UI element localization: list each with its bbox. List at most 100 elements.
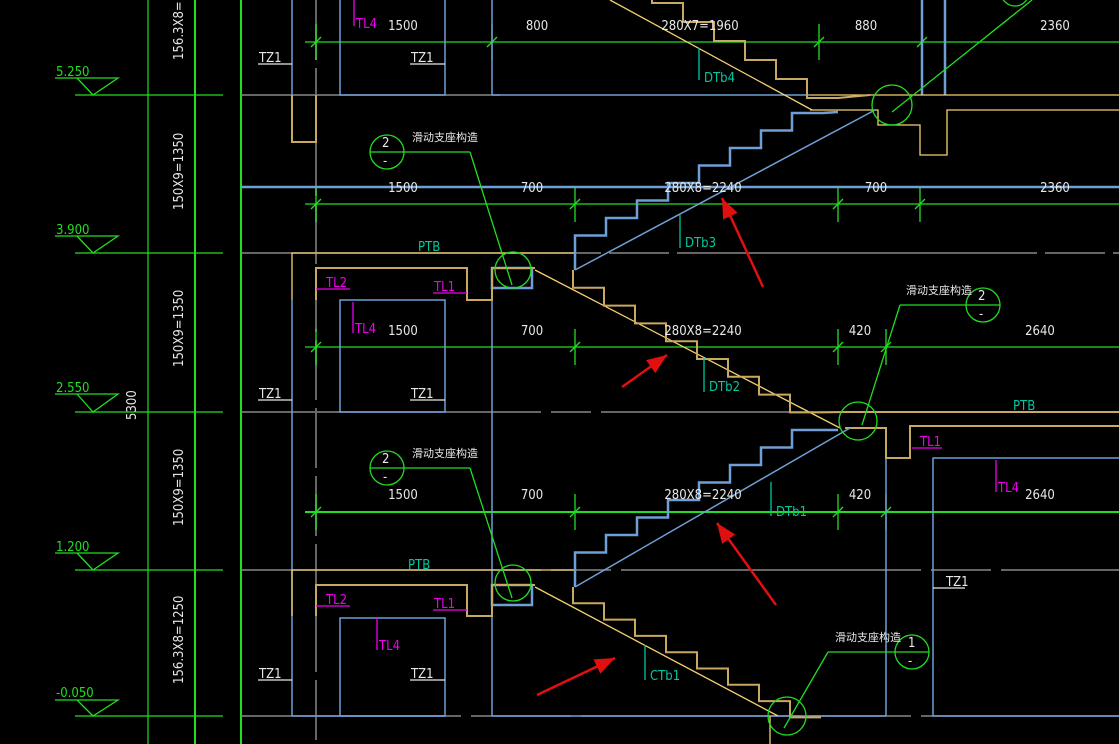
callout-text: 滑动支座构造 (412, 446, 478, 460)
dimension-tick (813, 36, 825, 48)
red-arrow (715, 522, 778, 606)
tl4-label: TL4 (355, 17, 377, 32)
callout-text: 滑动支座构造 (835, 630, 901, 644)
column-tz1: TZ1 (258, 51, 292, 66)
beam-tl4: TL4 (352, 302, 376, 337)
tz1-label: TZ1 (410, 667, 434, 682)
dimension-text: 700 (521, 324, 543, 339)
stair-slope-line (534, 586, 779, 717)
column-tz1: TZ1 (410, 387, 445, 402)
tl1-label: TL1 (433, 597, 455, 612)
vertical-dim: 150X9=1350 (172, 133, 187, 210)
dimension-tick (880, 341, 892, 353)
tl1-label: TL1 (433, 280, 455, 295)
dimension-tick (832, 341, 844, 353)
dimension-text: 2640 (1025, 488, 1055, 503)
tl2-label: TL2 (325, 276, 347, 291)
vertical-dim: 150X9=1350 (172, 290, 187, 367)
dimension-text: 1500 (388, 488, 418, 503)
callout[interactable]: 1 - 滑动支座构造 (783, 630, 930, 729)
flight-labels: DTb4 DTb3 DTb2 DTb1 CTb1 (644, 48, 807, 684)
beam-tl1: TL1 (433, 280, 467, 295)
tl2-label: TL2 (325, 593, 347, 608)
stair-steps (651, 0, 871, 99)
flight-label-dtb4: DTb4 (704, 71, 735, 86)
beam-tl1: TL1 (912, 435, 942, 450)
callout-number: 2 (978, 289, 985, 304)
vertical-dim: 150X9=1350 (172, 449, 187, 526)
elevation-marker: 1.200 (55, 540, 121, 571)
dimension-tick (310, 198, 322, 210)
element-labels: TZ1 TZ1 TZ1 TZ1 TZ1 TZ1 TZ1 TL4 TL4 TL4 … (258, 0, 1035, 682)
dimension-text: 280X8=2240 (664, 324, 741, 339)
flight-label-ctb1: CTb1 (650, 669, 680, 684)
dimension-tick (310, 36, 322, 48)
axis-lines (147, 0, 242, 744)
dimension-tick (310, 506, 322, 518)
callout[interactable]: 2 - 滑动支座构造 (369, 446, 513, 599)
elevation-label: -0.050 (56, 686, 94, 701)
dimension-text: 420 (849, 324, 871, 339)
vertical-dim: 156.3X8=1250 (172, 596, 187, 684)
dimension-text: 880 (855, 19, 877, 34)
tl4-label: TL4 (354, 322, 376, 337)
callout-number: 2 (382, 136, 389, 151)
flight-label-dtb2: DTb2 (709, 380, 740, 395)
tz1-label: TZ1 (945, 575, 969, 590)
elevation-marker: 3.900 (55, 223, 121, 254)
arrow-head-icon (593, 658, 615, 674)
annotation-arrows (536, 197, 778, 697)
column-tz1: TZ1 (410, 667, 445, 682)
dimension-text: 2360 (1040, 19, 1070, 34)
dimension-text: 800 (526, 19, 548, 34)
ptb-label: PTB (1013, 399, 1035, 414)
ptb-label: PTB (418, 240, 440, 255)
column-tz1: TZ1 (258, 387, 292, 402)
dimension-text: 420 (849, 488, 871, 503)
dimension-text: 280X8=2240 (664, 181, 741, 196)
elevation-label: 2.550 (56, 381, 89, 396)
dimension-tick (569, 198, 581, 210)
red-arrow (621, 353, 668, 389)
dimension-text: 700 (521, 181, 543, 196)
callout-number: 1 (908, 636, 915, 651)
tl4-label: TL4 (378, 639, 400, 654)
vertical-dim: 156.3X8=1250 (172, 0, 187, 60)
elevation-label: 5.250 (56, 65, 89, 80)
elevation-markers: 5.250 3.900 2.550 1.200 -0.050 (55, 65, 121, 717)
dimension-text: 700 (521, 488, 543, 503)
stair-steps (572, 270, 846, 414)
callout[interactable]: 2 - 滑动支座构造 (861, 283, 1001, 426)
tl1-label: TL1 (919, 435, 941, 450)
callout[interactable]: 2 - 滑动支座构造 (369, 130, 513, 286)
horizontal-dimension-lines (305, 24, 1119, 530)
column-tz1: TZ1 (258, 667, 292, 682)
elevation-marker: -0.050 (55, 686, 121, 717)
dimension-text: 1500 (388, 19, 418, 34)
tz1-label: TZ1 (410, 387, 434, 402)
stair-steps (572, 587, 821, 719)
callout-sheet: - (383, 470, 387, 485)
total-height-dim: 5300 (125, 390, 140, 420)
column-tz1: TZ1 (410, 51, 445, 66)
stair-slope-line (534, 269, 841, 429)
tz1-label: TZ1 (258, 667, 282, 682)
tl4-label: TL4 (997, 481, 1019, 496)
beam-tl4: TL4 (995, 460, 1019, 496)
dimension-tick (832, 198, 844, 210)
flight-label-dtb3: DTb3 (685, 236, 716, 251)
tz1-label: TZ1 (258, 387, 282, 402)
red-arrow (720, 197, 765, 288)
dimension-tick (914, 198, 926, 210)
flight-label-dtb1: DTb1 (776, 505, 807, 520)
dimension-tick (569, 341, 581, 353)
dimension-text: 2640 (1025, 324, 1055, 339)
beam-tl4: TL4 (353, 0, 377, 32)
dimension-text: 1500 (388, 324, 418, 339)
stair-steps (573, 428, 838, 587)
structure-walls (241, 0, 1119, 717)
dimension-tick (832, 506, 844, 518)
arrow-head-icon (646, 355, 667, 374)
arrow-head-icon (717, 523, 736, 544)
